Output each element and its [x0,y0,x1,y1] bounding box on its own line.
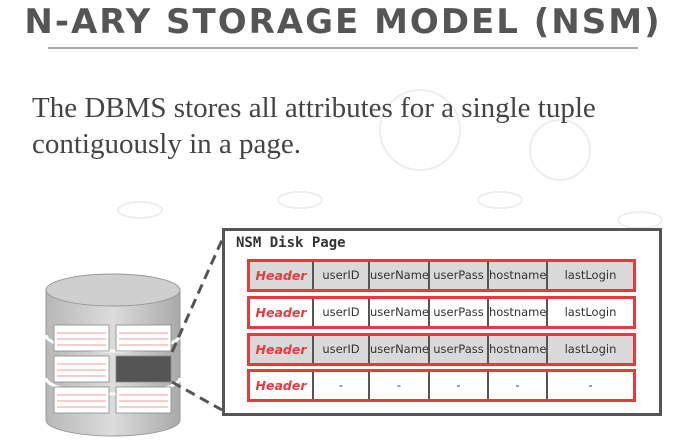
tuple-row: Header userID userName userPass hostname… [247,296,636,329]
attr-cell: userID [312,299,368,326]
tuple-header: Header [255,378,307,393]
attr-cell: lastLogin [546,299,633,326]
tuple-header: Header [255,268,307,283]
attr-cell: userName [368,299,428,326]
tuple-row: Header - - - - - [247,369,636,402]
attr-cell: userPass [428,336,487,363]
attr-cell: userPass [428,299,487,326]
empty-cell: - [546,372,633,399]
attr-cell: userID [312,262,368,289]
attr-cell: hostname [487,299,546,326]
attr-cell: lastLogin [546,262,633,289]
attr-cell: lastLogin [546,336,633,363]
tuple-row: Header userID userName userPass hostname… [247,259,636,292]
attr-cell: userPass [428,262,487,289]
attr-cell: userName [368,336,428,363]
database-icon [44,273,182,437]
title-divider [48,47,638,49]
tuple-row: Header userID userName userPass hostname… [247,333,636,366]
empty-cell: - [368,372,428,399]
slide-body-text: The DBMS stores all attributes for a sin… [32,92,596,160]
empty-cell: - [312,372,368,399]
attr-cell: userID [312,336,368,363]
empty-cell: - [428,372,487,399]
attr-cell: hostname [487,262,546,289]
tuple-header: Header [255,305,307,320]
tuple-header: Header [255,342,307,357]
slide-title: N-ARY STORAGE MODEL (NSM) [24,2,662,42]
attr-cell: userName [368,262,428,289]
nsm-page-label: NSM Disk Page [236,235,346,251]
attr-cell: hostname [487,336,546,363]
empty-cell: - [487,372,546,399]
